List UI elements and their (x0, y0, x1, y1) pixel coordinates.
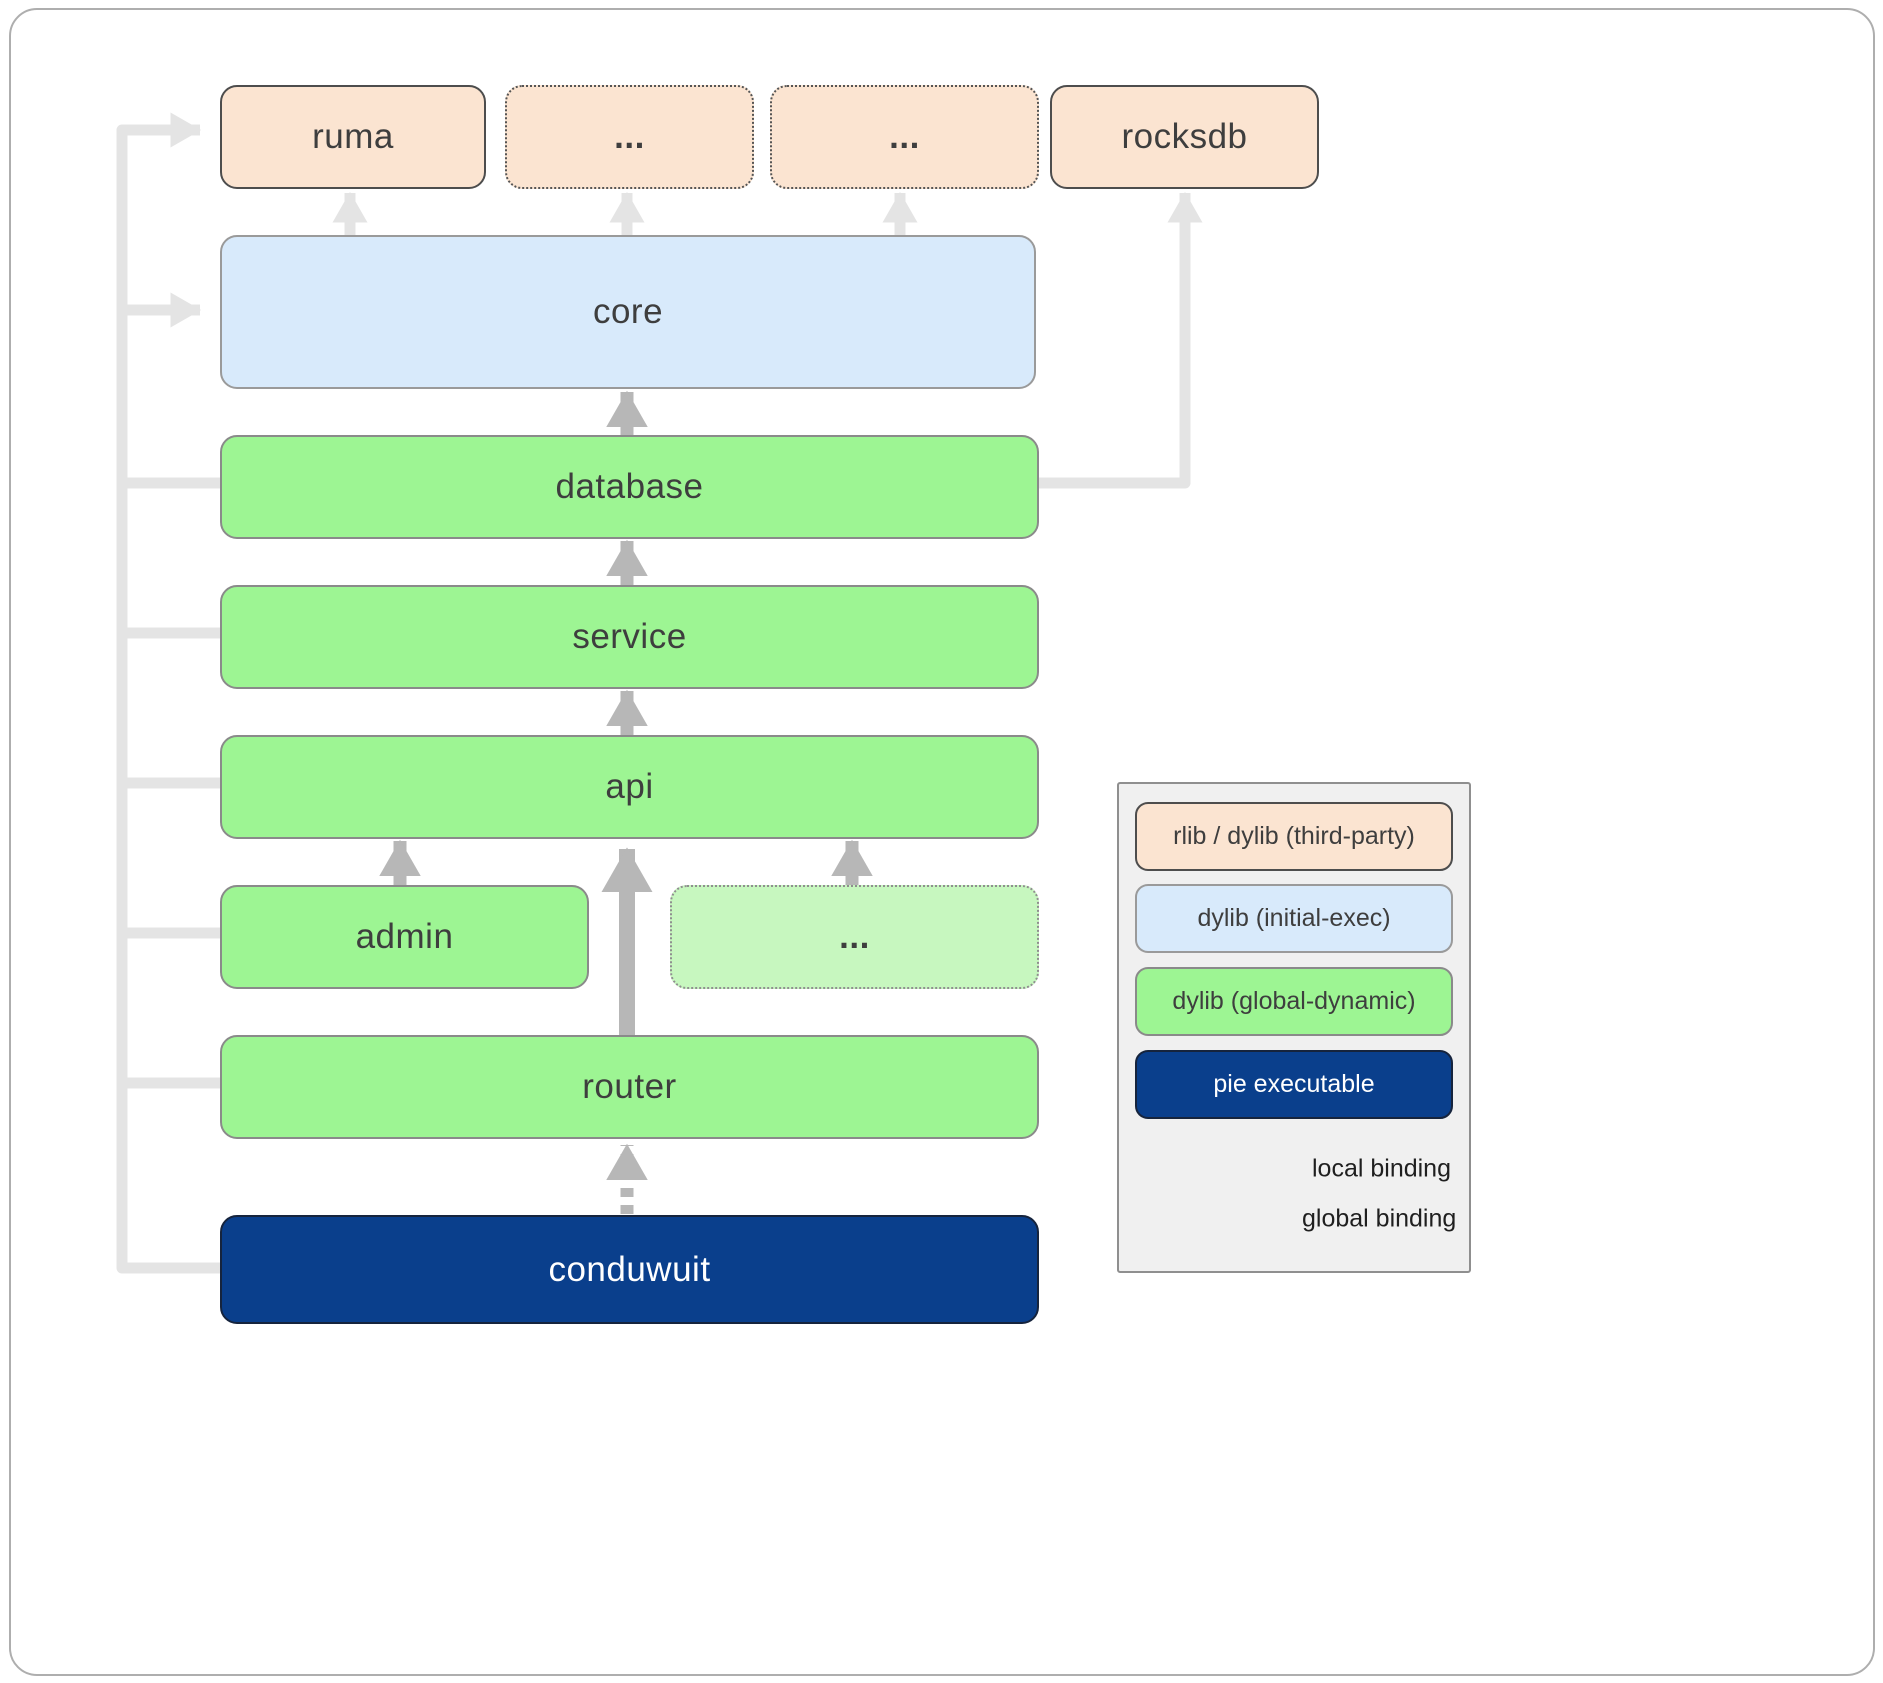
arrow-conduwuit-to-ruma-global (116, 112, 222, 1274)
legend-item-initial-exec: dylib (initial-exec) (1135, 884, 1453, 953)
legend-item-third-party: rlib / dylib (third-party) (1135, 802, 1453, 871)
node-router: router (220, 1035, 1039, 1139)
node-rocksdb: rocksdb (1050, 85, 1319, 189)
node-api-more: ... (670, 885, 1039, 989)
arrow-database-to-rocksdb (1037, 191, 1203, 489)
node-database: database (220, 435, 1039, 539)
node-ruma: ruma (220, 85, 486, 189)
node-thirdparty-more-2: ... (770, 85, 1039, 189)
node-api: api (220, 735, 1039, 839)
node-conduwuit: conduwuit (220, 1215, 1039, 1324)
node-core: core (220, 235, 1036, 389)
legend-label-local-binding: local binding (1312, 1154, 1451, 1183)
legend-item-global-dynamic: dylib (global-dynamic) (1135, 967, 1453, 1036)
legend-item-pie-executable: pie executable (1135, 1050, 1453, 1119)
node-admin: admin (220, 885, 589, 989)
node-service: service (220, 585, 1039, 689)
node-thirdparty-more-1: ... (505, 85, 754, 189)
legend-panel: rlib / dylib (third-party) dylib (initia… (1117, 782, 1471, 1273)
legend-label-global-binding: global binding (1302, 1204, 1457, 1233)
